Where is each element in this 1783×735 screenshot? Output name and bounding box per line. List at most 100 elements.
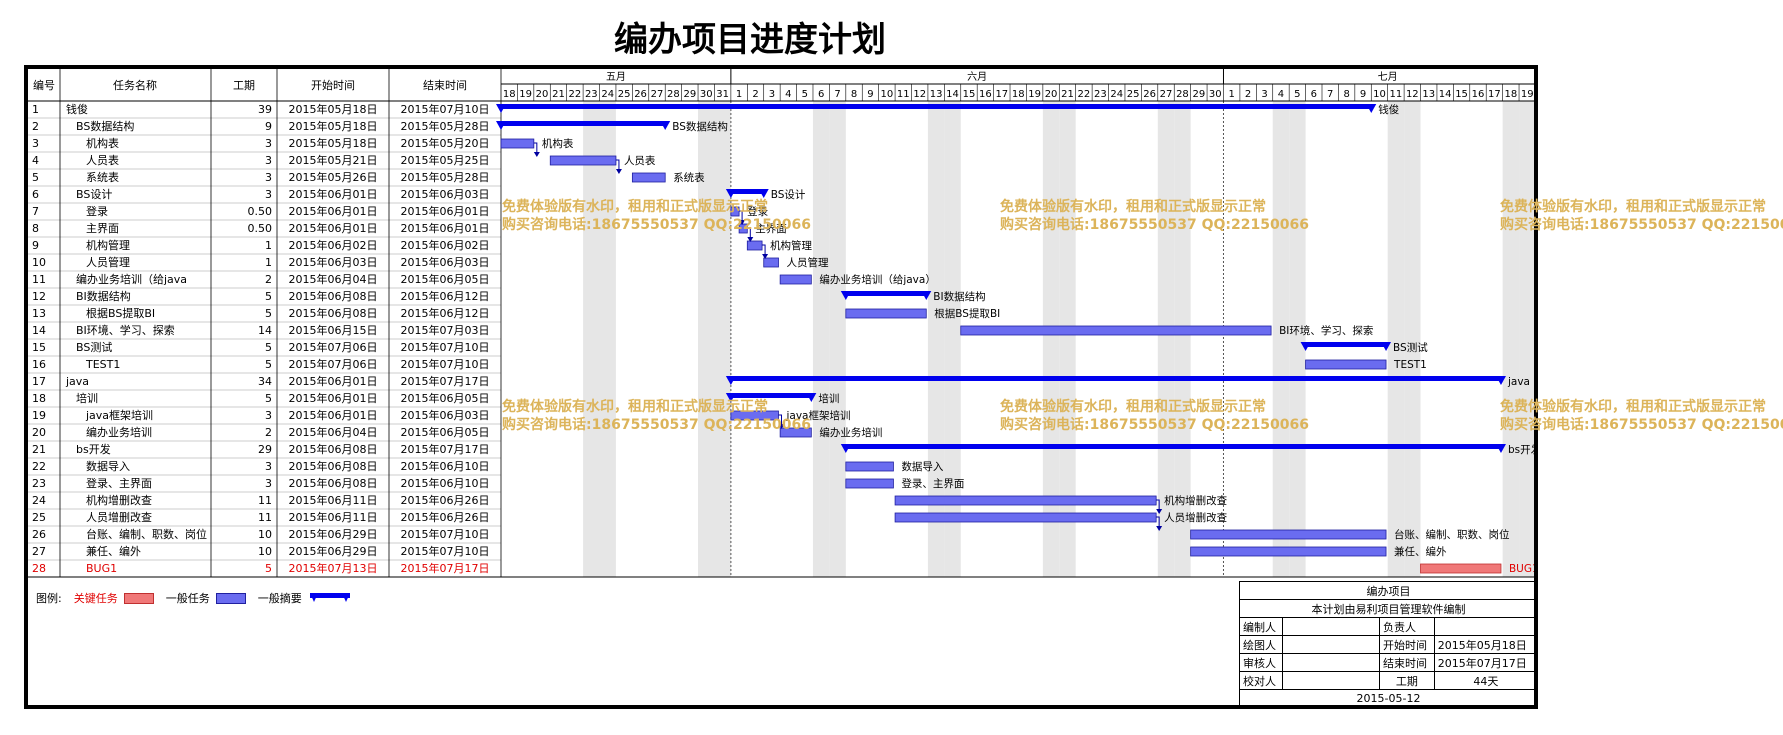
- task-name: java框架培训: [85, 408, 153, 422]
- task-duration: 10: [258, 545, 272, 558]
- task-id: 11: [32, 273, 46, 286]
- column-header-end: 结束时间: [423, 79, 467, 92]
- day-label: 28: [667, 89, 680, 100]
- task-end: 2015年06月01日: [401, 204, 490, 218]
- day-label: 12: [913, 89, 926, 100]
- task-name: 编办业务培训: [86, 425, 152, 439]
- task-id: 22: [32, 460, 46, 473]
- legend-prefix: 图例:: [36, 592, 62, 605]
- day-label: 19: [519, 89, 532, 100]
- column-header-dur: 工期: [233, 79, 255, 92]
- day-label: 19: [1521, 89, 1534, 100]
- task-name: BS数据结构: [76, 119, 134, 133]
- watermark-line2: 购买咨询电话:18675550537 QQ:22150066: [1500, 217, 1783, 233]
- task-duration: 3: [265, 460, 272, 473]
- bar-label: BUG1: [1509, 563, 1534, 575]
- day-label: 29: [683, 89, 696, 100]
- dependency-link: [762, 244, 766, 258]
- weekend-shade: [944, 101, 961, 577]
- task-bar: [500, 138, 535, 149]
- weekend-shade: [698, 101, 715, 577]
- task-name: BS设计: [76, 188, 112, 201]
- day-label: 7: [1327, 89, 1333, 100]
- task-end: 2015年05月28日: [401, 170, 490, 184]
- task-name: 人员管理: [86, 255, 130, 269]
- task-start: 2015年06月29日: [289, 527, 378, 541]
- summary-cap: [758, 189, 769, 198]
- task-duration: 5: [265, 562, 272, 575]
- dependency-link: [615, 159, 620, 173]
- task-name: bs开发: [76, 442, 111, 456]
- task-duration: 1: [265, 239, 272, 252]
- task-bar: [845, 308, 927, 319]
- summary-cap: [725, 393, 736, 402]
- day-label: 18: [1012, 89, 1025, 100]
- dependency-link: [533, 142, 538, 156]
- day-label: 8: [1343, 89, 1349, 100]
- task-start: 2015年06月01日: [289, 408, 378, 422]
- dependency-arrow: [739, 220, 746, 225]
- task-bar: [1305, 359, 1387, 370]
- bar-label: 人员增删改查: [1164, 511, 1227, 524]
- task-bar: [631, 172, 666, 183]
- dependency-arrow: [533, 152, 540, 157]
- task-id: 7: [32, 205, 39, 218]
- task-duration: 34: [258, 375, 272, 388]
- task-duration: 5: [265, 307, 272, 320]
- task-end: 2015年06月03日: [401, 255, 490, 269]
- watermark-line2: 购买咨询电话:18675550537 QQ:22150066: [1500, 417, 1783, 433]
- bar-label: 编办业务培训: [819, 426, 882, 439]
- weekend-shade: [1174, 101, 1191, 577]
- task-start: 2015年05月18日: [289, 119, 378, 133]
- task-bar: [894, 495, 1157, 506]
- task-duration: 5: [265, 290, 272, 303]
- task-id: 20: [32, 426, 46, 439]
- task-name: java: [65, 375, 89, 388]
- task-end: 2015年06月05日: [401, 391, 490, 405]
- day-label: 19: [1028, 89, 1041, 100]
- task-id: 26: [32, 528, 46, 541]
- summary-cap: [1381, 342, 1392, 351]
- day-label: 9: [1360, 89, 1366, 100]
- task-duration: 3: [265, 137, 272, 150]
- day-label: 6: [1311, 89, 1317, 100]
- task-name: 主界面: [86, 222, 119, 235]
- bar-label: 台账、编制、职数、岗位: [1394, 528, 1510, 541]
- bar-label: java框架培训: [785, 409, 850, 422]
- task-start: 2015年06月08日: [289, 476, 378, 490]
- dependency-link: [1156, 499, 1160, 513]
- task-start: 2015年06月03日: [289, 255, 378, 269]
- task-id: 3: [32, 137, 39, 150]
- task-start: 2015年06月08日: [289, 459, 378, 473]
- bar-label: 机构表: [542, 137, 574, 150]
- task-end: 2015年07月10日: [401, 527, 490, 541]
- task-bar: [779, 274, 812, 285]
- summary-cap: [840, 444, 851, 453]
- task-bar: [549, 155, 617, 166]
- legend-critical-label: 关键任务: [73, 592, 118, 605]
- day-label: 30: [1209, 89, 1222, 100]
- day-label: 30: [700, 89, 713, 100]
- summary-cap: [725, 189, 736, 198]
- summary-bar: [501, 104, 1372, 109]
- summary-bar: [730, 189, 764, 194]
- day-label: 14: [946, 89, 959, 100]
- task-start: 2015年06月29日: [289, 544, 378, 558]
- day-label: 20: [536, 89, 549, 100]
- task-end: 2015年06月03日: [401, 187, 490, 201]
- column-header-start: 开始时间: [311, 78, 355, 92]
- task-end: 2015年07月17日: [401, 374, 490, 388]
- task-start: 2015年06月15日: [289, 323, 378, 337]
- task-id: 17: [32, 375, 46, 388]
- day-label: 22: [569, 89, 582, 100]
- task-duration: 5: [265, 358, 272, 371]
- task-duration: 0.50: [248, 205, 273, 218]
- summary-cap: [496, 121, 506, 130]
- task-start: 2015年06月08日: [289, 306, 378, 320]
- task-name: 钱俊: [66, 102, 88, 116]
- day-label: 18: [503, 89, 516, 100]
- task-id: 15: [32, 341, 46, 354]
- legend-summary-swatch: [309, 593, 350, 602]
- day-label: 21: [552, 89, 565, 100]
